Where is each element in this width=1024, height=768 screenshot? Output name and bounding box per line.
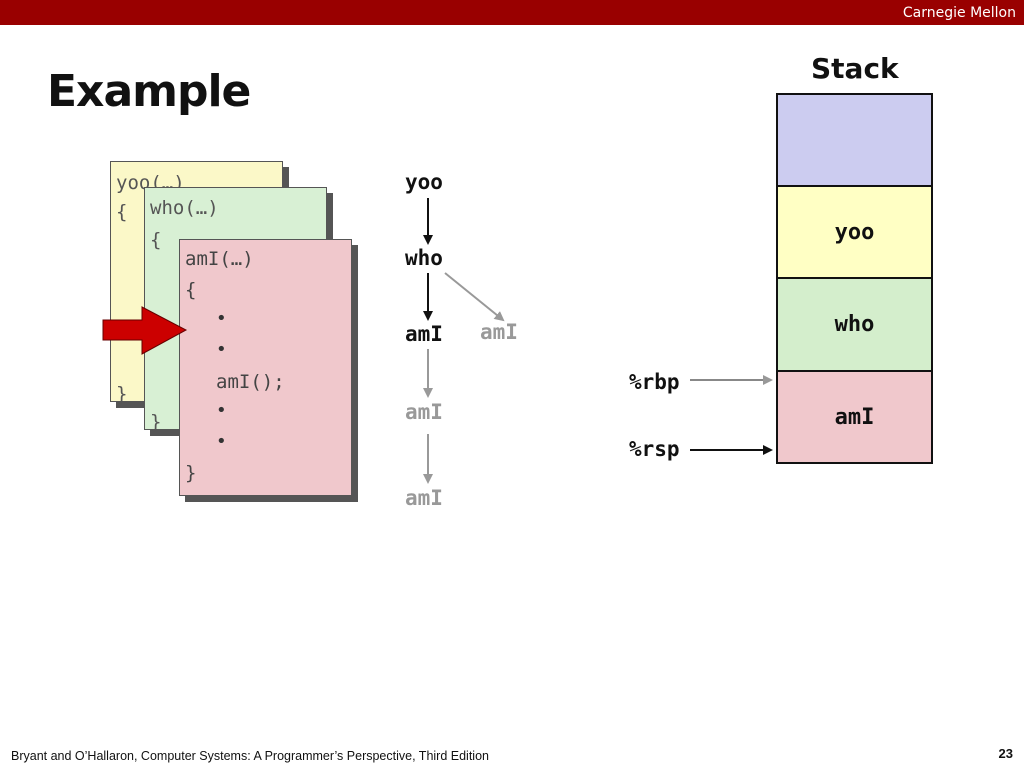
ami-recursive-call: amI(); bbox=[216, 371, 285, 393]
tree-node-who: who bbox=[405, 246, 443, 270]
stack-frame-who: who bbox=[776, 277, 933, 372]
tree-edge-who-ami-sibling bbox=[444, 272, 505, 322]
stack-title: Stack bbox=[811, 52, 899, 85]
who-open-brace: { bbox=[150, 229, 162, 251]
execution-pointer-icon bbox=[102, 306, 188, 355]
institution-name: Carnegie Mellon bbox=[902, 5, 1016, 21]
register-rsp: %rsp bbox=[629, 437, 680, 461]
ami-bullet: • bbox=[216, 431, 227, 452]
ami-bullet: • bbox=[216, 339, 227, 360]
tree-node-ami-next: amI bbox=[405, 400, 443, 424]
stack-frame-label: amI bbox=[834, 404, 875, 430]
who-signature: who(…) bbox=[150, 197, 219, 219]
register-rbp: %rbp bbox=[629, 370, 680, 394]
yoo-open-brace: { bbox=[116, 201, 128, 223]
who-close-brace: } bbox=[150, 411, 162, 433]
stack-frame-label: who bbox=[834, 312, 875, 337]
tree-node-ami-last: amI bbox=[405, 486, 443, 510]
ami-bullet: • bbox=[216, 308, 227, 329]
tree-node-ami-active: amI bbox=[405, 322, 443, 346]
stack-frame-label: yoo bbox=[834, 219, 875, 245]
ami-bullet: • bbox=[216, 400, 227, 421]
page-number: 23 bbox=[998, 746, 1013, 761]
ami-open-brace: { bbox=[185, 279, 197, 301]
ami-signature: amI(…) bbox=[185, 248, 254, 270]
ami-code-card bbox=[179, 239, 352, 496]
footer-citation: Bryant and O’Hallaron, Computer Systems:… bbox=[11, 749, 489, 763]
slide-title: Example bbox=[47, 66, 251, 117]
tree-node-ami-sibling: amI bbox=[480, 320, 518, 344]
tree-node-yoo: yoo bbox=[405, 170, 443, 194]
yoo-close-brace: } bbox=[116, 383, 128, 405]
stack-frame-ami: amI bbox=[776, 370, 933, 464]
stack-frame-yoo: yoo bbox=[776, 185, 933, 279]
ami-close-brace: } bbox=[185, 462, 197, 484]
header-bar: Carnegie Mellon bbox=[0, 0, 1024, 25]
